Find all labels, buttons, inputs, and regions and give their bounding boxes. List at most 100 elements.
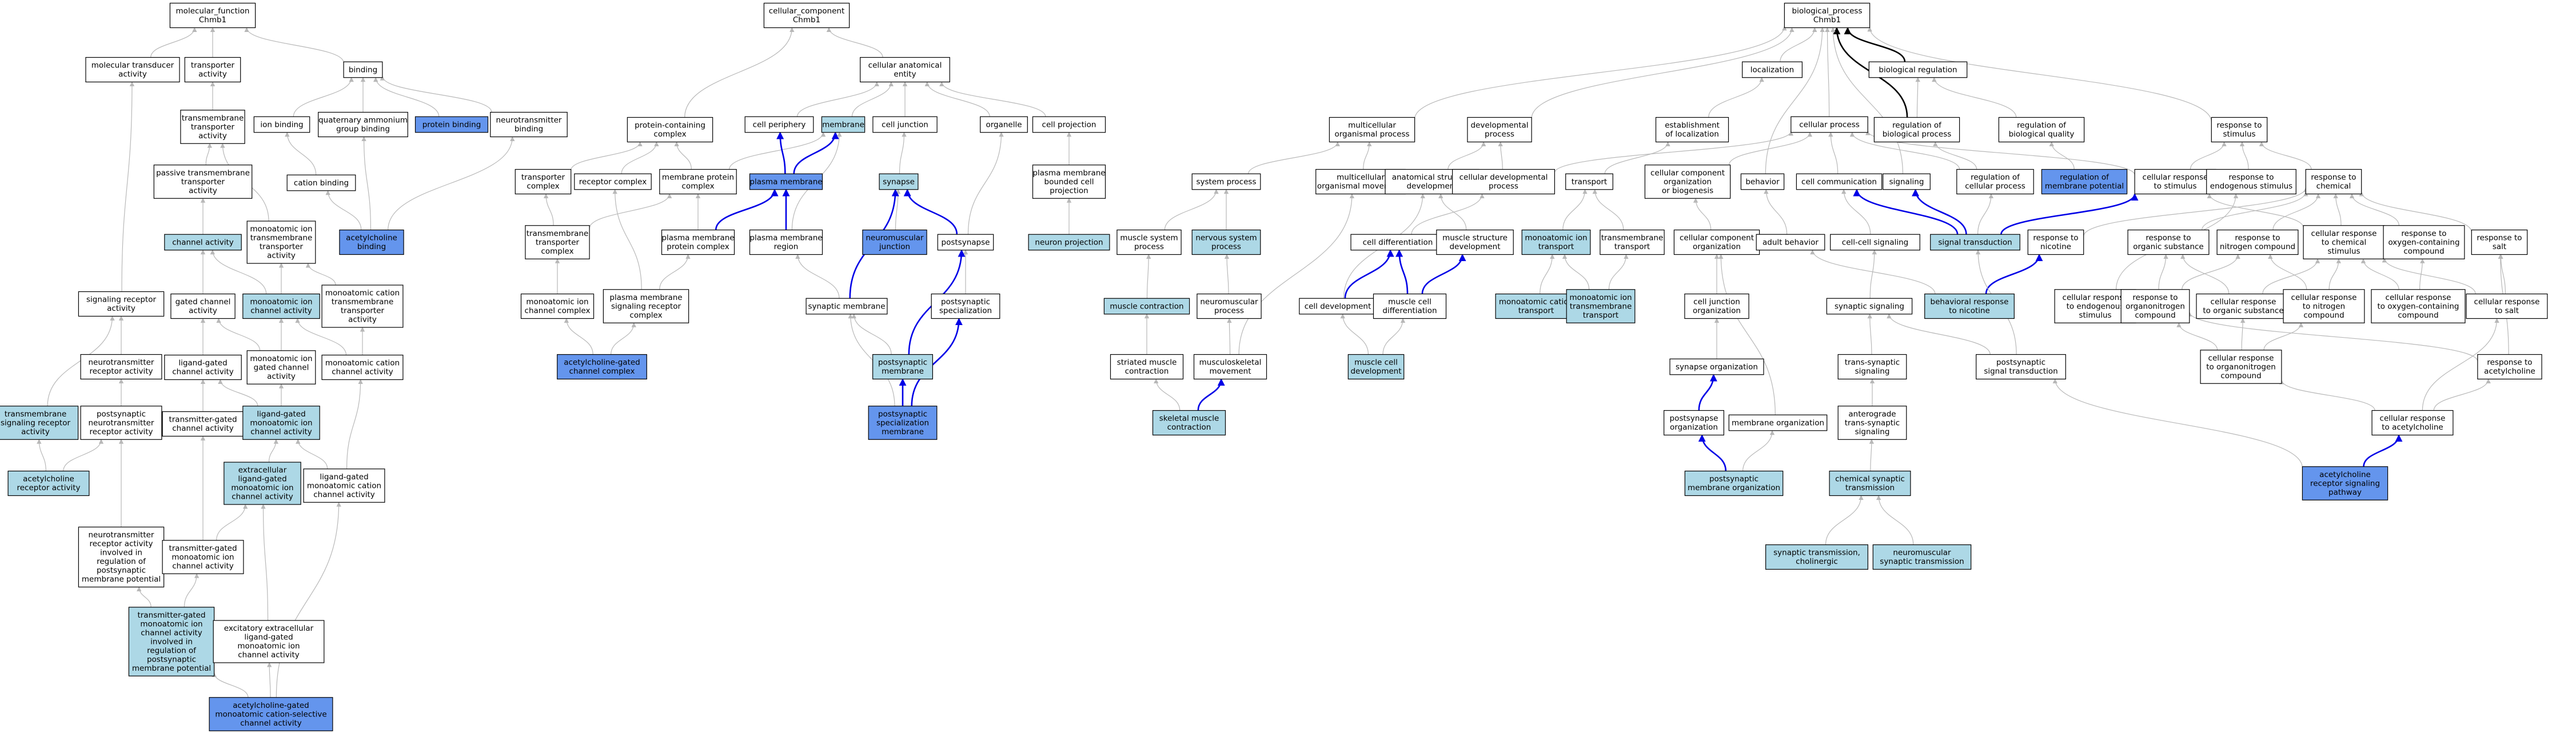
node-label: transport bbox=[1538, 242, 1574, 251]
is-a-edge bbox=[659, 254, 691, 290]
is-a-edge bbox=[1146, 254, 1151, 299]
node-box bbox=[1756, 234, 1825, 251]
is-a-edge bbox=[1693, 198, 1712, 230]
node-label: salt bbox=[2493, 242, 2506, 251]
is-a-edge bbox=[1340, 313, 1369, 355]
node-box bbox=[1350, 234, 1445, 251]
node-label: protein complex bbox=[667, 242, 729, 251]
node-label: ligand-gated bbox=[244, 633, 293, 642]
node-label: postsynaptic bbox=[878, 410, 927, 419]
node-label: junction bbox=[879, 242, 910, 251]
is-a-edge bbox=[1227, 318, 1232, 355]
node-label: movement bbox=[1209, 367, 1251, 376]
node-label: organization bbox=[1693, 306, 1741, 315]
is-a-edge bbox=[63, 439, 104, 471]
node-label: monoatomic ion bbox=[237, 642, 300, 651]
is-a-edge bbox=[2279, 379, 2375, 411]
node-label: protein binding bbox=[422, 120, 481, 129]
node-label: signaling bbox=[1889, 177, 1924, 186]
node-box bbox=[1373, 293, 1447, 319]
node-box bbox=[153, 165, 253, 199]
is-a-edge bbox=[851, 81, 894, 117]
node-label: transporter bbox=[191, 122, 235, 131]
node-label: regulation of bbox=[1971, 173, 2020, 182]
is-a-edge bbox=[729, 131, 826, 170]
node-box bbox=[1467, 117, 1532, 143]
node-box bbox=[806, 298, 888, 315]
node-label: organelle bbox=[986, 120, 1022, 129]
node-label: transport bbox=[1572, 177, 1607, 186]
is-a-edge bbox=[346, 379, 363, 469]
node-box bbox=[1796, 173, 1883, 190]
node-label: process bbox=[1485, 130, 1514, 139]
node-label: neurotransmitter bbox=[89, 358, 154, 367]
node-label: response to bbox=[2132, 293, 2178, 302]
node-label: monoatomic ion bbox=[250, 354, 312, 363]
node-label: signaling receptor bbox=[611, 302, 681, 311]
node-label: signal transduction bbox=[1938, 238, 2012, 247]
node-label: organonitrogen bbox=[2126, 302, 2185, 311]
node-label: synaptic signaling bbox=[1835, 302, 1904, 311]
node-label: localization bbox=[1750, 65, 1794, 74]
is-a-edge bbox=[1825, 27, 1830, 117]
go-term-node: synaptic transmission,cholinergic bbox=[1765, 544, 1869, 570]
node-label: complex bbox=[681, 182, 714, 191]
node-box bbox=[1193, 354, 1267, 380]
node-label: projection bbox=[1050, 186, 1088, 195]
node-box bbox=[1191, 229, 1261, 255]
go-term-node: cellular process bbox=[1791, 116, 1868, 133]
is-a-edge bbox=[1395, 249, 1409, 294]
is-a-edge bbox=[1344, 249, 1394, 299]
node-label: channel activity bbox=[172, 238, 233, 247]
node-label: trans-synaptic bbox=[1845, 358, 1900, 367]
node-label: plasma membrane bbox=[749, 177, 822, 186]
node-label: to acetylcholine bbox=[2382, 423, 2443, 432]
node-box bbox=[574, 173, 652, 190]
node-label: channel activity bbox=[250, 427, 312, 436]
node-label: or biogenesis bbox=[1662, 186, 1713, 195]
node-label: response to bbox=[2216, 121, 2262, 130]
node-label: neuron projection bbox=[1035, 238, 1103, 247]
node-box bbox=[2120, 289, 2190, 323]
node-box bbox=[1837, 354, 1907, 380]
node-box bbox=[525, 225, 590, 259]
node-label: postsynapse bbox=[1670, 414, 1718, 423]
node-label: membrane protein bbox=[662, 173, 734, 182]
node-box bbox=[321, 354, 404, 380]
node-box bbox=[1868, 61, 1968, 78]
node-label: membrane potential bbox=[2045, 182, 2124, 191]
is-a-edge bbox=[37, 439, 46, 471]
node-box bbox=[821, 116, 866, 133]
is-a-edge bbox=[911, 318, 963, 406]
node-label: to organic substance bbox=[2203, 306, 2283, 315]
node-label: development bbox=[1350, 367, 1401, 376]
node-label: membrane potential bbox=[82, 575, 161, 584]
node-box bbox=[1872, 544, 1972, 570]
is-a-edge bbox=[1912, 189, 1967, 235]
is-a-edge bbox=[2190, 141, 2227, 170]
node-label: oxygen-containing bbox=[2388, 238, 2459, 247]
go-term-node: localization bbox=[1742, 61, 1803, 78]
is-a-edge bbox=[2052, 378, 2303, 468]
is-a-edge bbox=[1780, 27, 1817, 62]
node-label: neurotransmitter bbox=[496, 116, 562, 125]
node-label: skeletal muscle bbox=[1159, 414, 1219, 423]
is-a-edge bbox=[293, 77, 354, 117]
node-box bbox=[1883, 173, 1931, 190]
is-a-edge bbox=[564, 318, 593, 355]
go-term-node: cell communication bbox=[1796, 173, 1883, 190]
